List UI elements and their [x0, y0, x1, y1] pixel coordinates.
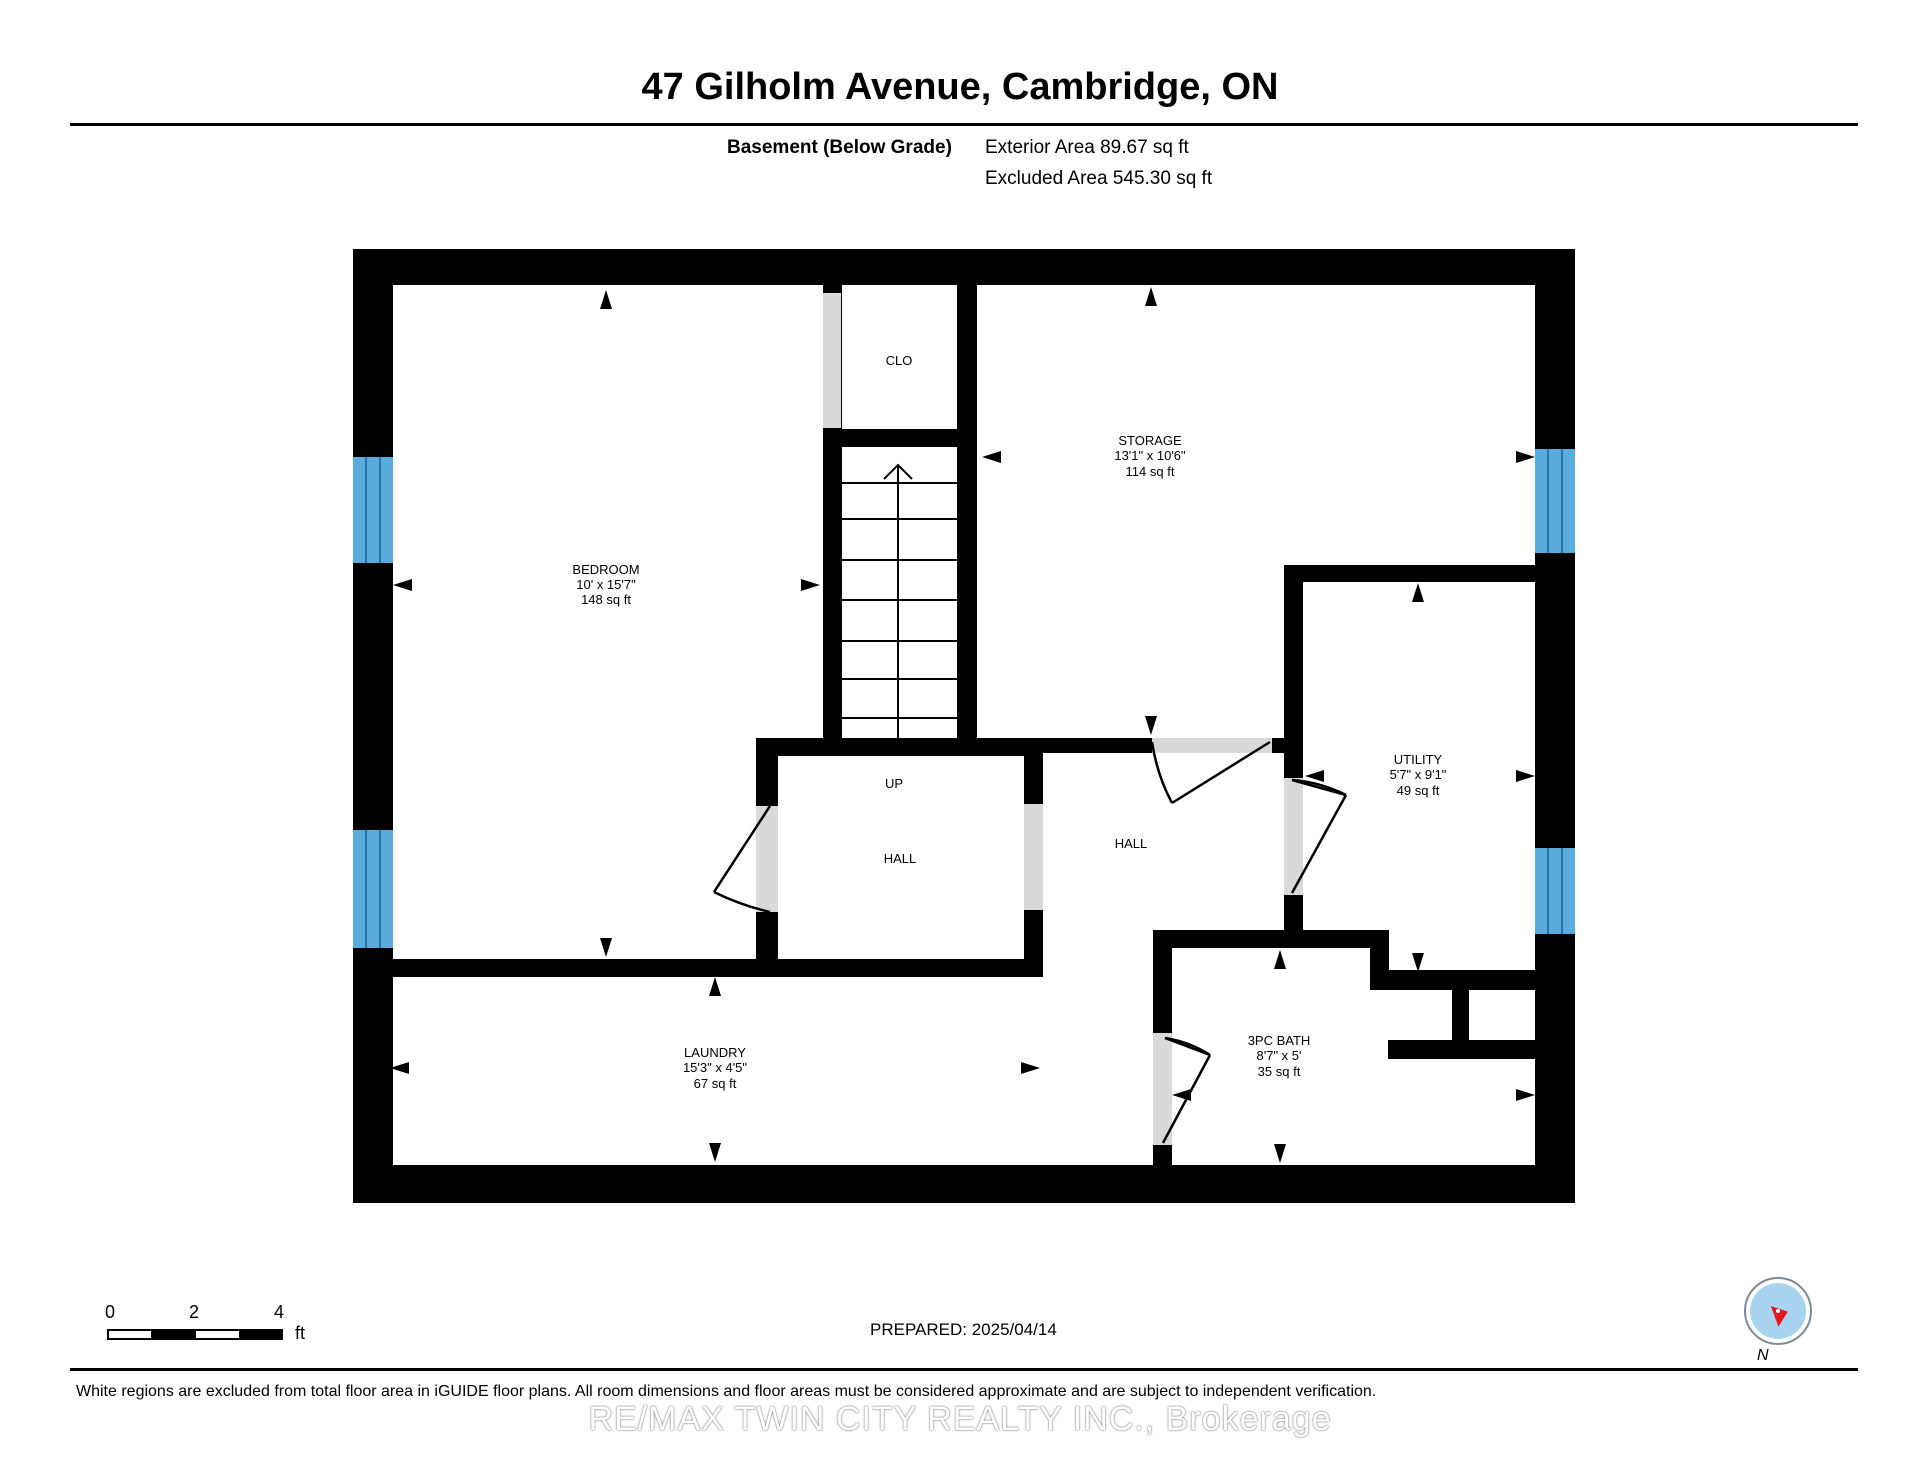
floor-label: Basement (Below Grade) [727, 137, 952, 158]
windows [353, 449, 1575, 948]
page-title: 47 Gilholm Avenue, Cambridge, ON [641, 66, 1279, 108]
header-divider [70, 123, 1858, 126]
storage-name: STORAGE [1118, 433, 1182, 448]
bath-dims: 8'7" x 5' [1257, 1048, 1302, 1063]
hall-right-name: HALL [1115, 836, 1148, 851]
storage-dims: 13'1" x 10'6" [1114, 448, 1186, 463]
dimension-arrows [390, 287, 1535, 1163]
scale-tick-2: 2 [189, 1302, 200, 1322]
scale-tick-0: 0 [105, 1302, 116, 1322]
window-bedroom-lower [353, 830, 393, 948]
brokerage-watermark: RE/MAX TWIN CITY REALTY INC., Brokerage [588, 1400, 1332, 1438]
compass-icon [1744, 1277, 1812, 1345]
scale-tick-4: 4 [274, 1302, 285, 1322]
disclaimer-text: White regions are excluded from total fl… [76, 1383, 1377, 1400]
excluded-area: Excluded Area 545.30 sq ft [985, 168, 1213, 189]
laundry-dims: 15'3" x 4'5" [683, 1060, 747, 1075]
interior-walls [388, 285, 1540, 1170]
laundry-area: 67 sq ft [694, 1076, 737, 1091]
door-openings [756, 293, 1303, 1145]
stairs [842, 463, 957, 738]
scale-bar [107, 1329, 283, 1340]
scale-unit: ft [295, 1323, 306, 1343]
window-bedroom-upper [353, 457, 393, 563]
outer-walls [353, 249, 1575, 1203]
bath-area: 35 sq ft [1258, 1064, 1301, 1079]
bedroom-area: 148 sq ft [581, 592, 631, 607]
footer-divider [70, 1368, 1858, 1371]
door-swings [712, 740, 1348, 1144]
exterior-area: Exterior Area 89.67 sq ft [985, 137, 1189, 158]
clo-name: CLO [886, 353, 913, 368]
window-utility [1535, 848, 1575, 934]
room-labels: BEDROOM 10' x 15'7" 148 sq ft CLO STORAG… [572, 353, 1446, 1091]
bedroom-dims: 10' x 15'7" [576, 577, 636, 592]
utility-area: 49 sq ft [1397, 783, 1440, 798]
laundry-name: LAUNDRY [684, 1045, 746, 1060]
utility-name: UTILITY [1394, 752, 1443, 767]
bath-name: 3PC BATH [1248, 1033, 1311, 1048]
prepared-date: PREPARED: 2025/04/14 [870, 1320, 1057, 1339]
compass-north-label: N [1757, 1347, 1769, 1364]
storage-area: 114 sq ft [1126, 464, 1175, 479]
hall-left-name: HALL [884, 851, 917, 866]
up-label: UP [885, 776, 903, 791]
window-storage [1535, 449, 1575, 553]
utility-dims: 5'7" x 9'1" [1390, 767, 1447, 782]
bedroom-name: BEDROOM [572, 562, 639, 577]
